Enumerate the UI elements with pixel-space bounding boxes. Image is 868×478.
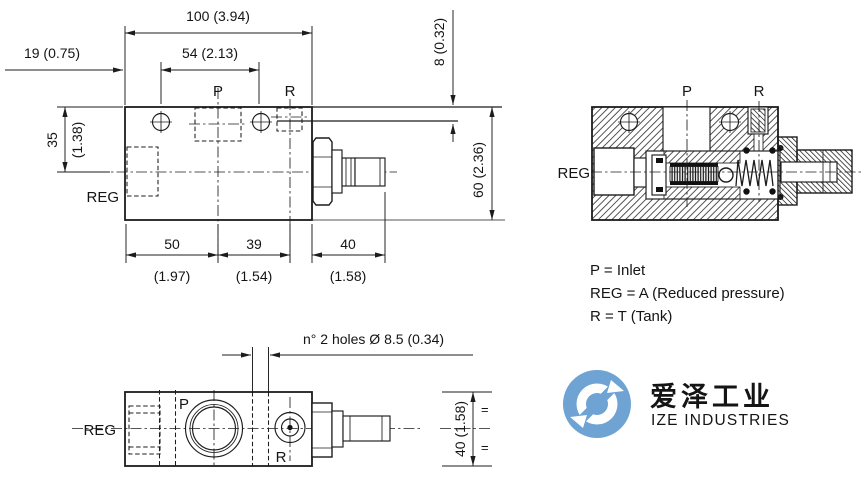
plan-body (124, 391, 313, 467)
section-spring-seat (651, 154, 667, 196)
front-hex-locknut (312, 137, 333, 206)
section-port-p-cavity (662, 106, 711, 153)
section-port-reg-bore (593, 147, 635, 196)
logo-mark (563, 370, 631, 438)
dim-seg-mid-mm: 39 (246, 236, 262, 252)
section-port-p-label: P (682, 83, 692, 100)
plan-equal-mark-bottom: = (481, 440, 489, 455)
front-screw-hub (341, 157, 356, 187)
plan-hex-locknut (311, 402, 333, 458)
front-port-r-outline (276, 107, 303, 132)
dim-total-width: 100 (3.94) (186, 8, 250, 24)
plan-port-p-label: P (179, 396, 189, 413)
legend-line-reg: REG = A (Reduced pressure) (590, 285, 785, 302)
plan-port-reg-outline (128, 405, 161, 455)
dim-screw-len-in: (1.58) (330, 268, 367, 284)
front-port-p-label: P (213, 83, 223, 100)
company-logo: 爱泽工业 IZE INDUSTRIES (563, 370, 790, 438)
plan-equal-mark-top: = (481, 402, 489, 417)
dim-center-height-mm: 35 (44, 132, 60, 148)
section-port-reg-label: REG (557, 165, 590, 182)
front-adjust-screw (312, 137, 386, 206)
front-mounting-holes (150, 111, 272, 133)
dim-edge-to-hole: 19 (0.75) (24, 45, 80, 61)
plan-port-reg-label: REG (83, 422, 116, 439)
section-sleeve-top (663, 150, 741, 164)
plan-hidden-hole-2 (251, 347, 270, 466)
dim-seg-left-in: (1.97) (154, 268, 191, 284)
dim-center-height-in: (1.38) (69, 122, 85, 159)
dim-port-depth: 8 (0.32) (431, 18, 447, 66)
section-port-r-label: R (754, 83, 765, 100)
plan-depth-dim: 40 (1.58) (452, 401, 468, 457)
dim-total-height: 60 (2.36) (470, 142, 486, 198)
section-mounting-holes (618, 111, 741, 133)
front-port-reg-label: REG (86, 189, 119, 206)
front-screw-stem (354, 157, 386, 187)
dim-screw-len-mm: 40 (340, 236, 356, 252)
front-dimensions: 100 (3.94) 54 (2.13) 19 (0.75) 35 (1.38)… (5, 8, 495, 284)
section-main-spring (669, 163, 719, 185)
logo-name-en: IZE INDUSTRIES (651, 412, 790, 429)
dim-seg-mid-in: (1.54) (236, 268, 273, 284)
plan-dimensions: n° 2 holes Ø 8.5 (0.34) 40 (1.58) = = (222, 331, 492, 467)
dim-seg-left-mm: 50 (164, 236, 180, 252)
front-view: 100 (3.94) 54 (2.13) 19 (0.75) 35 (1.38)… (5, 8, 505, 284)
legend-line-r: R = T (Tank) (590, 308, 672, 325)
logo-name-cn: 爱泽工业 (650, 382, 774, 412)
section-check-ball (718, 167, 734, 183)
port-legend: P = Inlet REG = A (Reduced pressure) R =… (590, 262, 785, 325)
section-return-spring (735, 159, 774, 187)
section-sleeve-bottom (663, 186, 741, 200)
section-view: P R REG (557, 83, 864, 221)
dim-hole-spacing: 54 (2.13) (182, 45, 238, 61)
plan-port-r-label: R (276, 449, 287, 466)
front-port-r-label: R (285, 83, 296, 100)
plan-view: n° 2 holes Ø 8.5 (0.34) 40 (1.58) = = P … (72, 331, 493, 468)
legend-line-p: P = Inlet (590, 262, 646, 279)
plan-adjust-screw (311, 402, 391, 458)
section-port-r-plug (750, 108, 766, 133)
plan-holes-note: n° 2 holes Ø 8.5 (0.34) (303, 331, 444, 347)
plan-hidden-hole-1 (158, 390, 177, 468)
section-adjust-screw (777, 136, 853, 206)
front-port-reg-outline (126, 146, 159, 197)
front-screw-washer (331, 149, 343, 194)
